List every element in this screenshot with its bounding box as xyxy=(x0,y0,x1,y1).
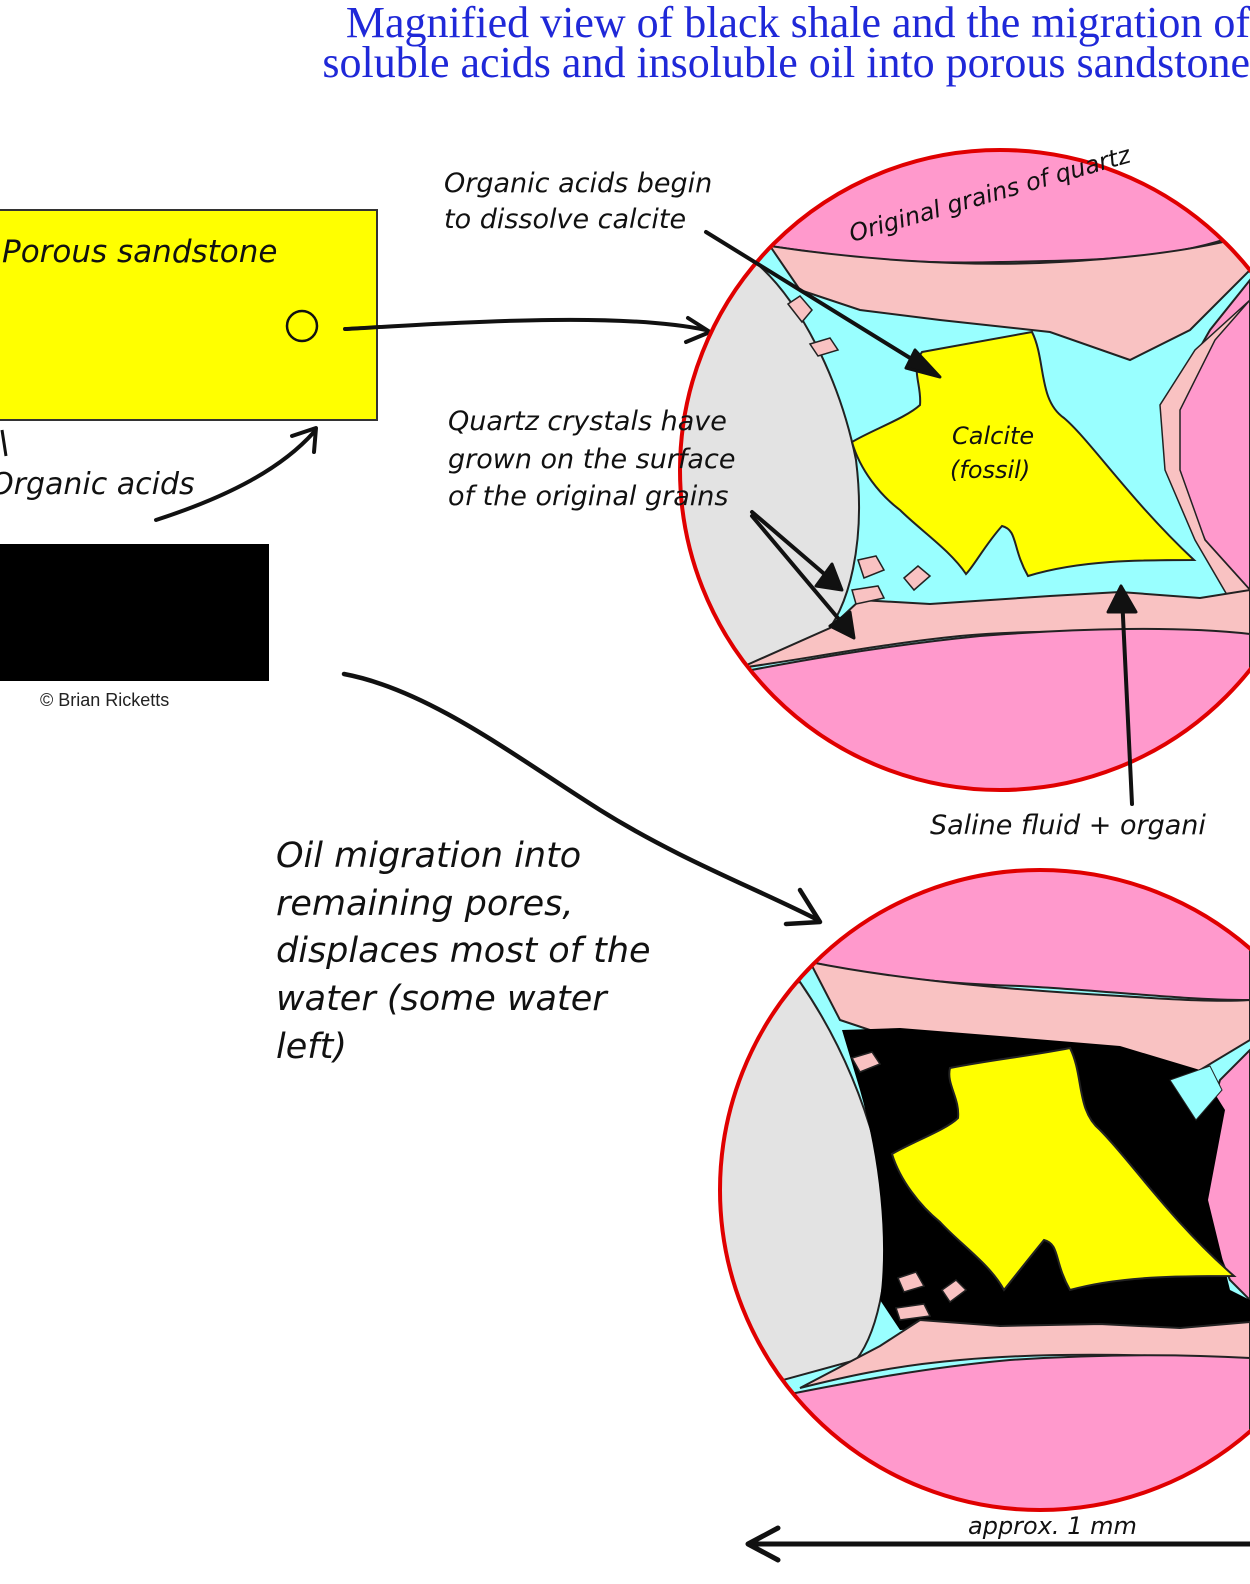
quartz-crystals-line-1: Quartz crystals have xyxy=(448,406,727,437)
porous-sandstone-label: Porous sandstone xyxy=(2,234,278,270)
copyright-notice: © Brian Ricketts xyxy=(40,690,170,710)
magnify-arrow-top xyxy=(343,317,708,332)
sandstone-block xyxy=(0,209,378,421)
dissolve-arrow xyxy=(704,230,938,376)
organic-acids-label: Organic acids xyxy=(0,467,195,502)
quartz-arrowhead-1 xyxy=(814,562,844,592)
scale-bar-arrowhead xyxy=(745,1525,781,1563)
organic-acids-tick xyxy=(0,429,8,457)
title-line-1: Magnified view of black shale and the mi… xyxy=(345,0,1250,47)
magnified-spot-marker xyxy=(285,309,319,343)
oil-migration-line-5: left) xyxy=(276,1027,347,1067)
magnified-view-bottom xyxy=(720,870,1250,1510)
quartz-arrowhead-2 xyxy=(828,610,856,640)
title-line-2: soluble acids and insoluble oil into por… xyxy=(322,38,1250,87)
oil-migration-line-2: remaining pores, xyxy=(276,884,574,924)
quartz-arrow-2 xyxy=(750,514,850,632)
calcite-label-line-2: (fossil) xyxy=(950,456,1030,484)
calcite-fossil-top xyxy=(850,330,1197,578)
quartz-crystals-line-3: of the original grains xyxy=(448,481,728,512)
oil-migration-arrow xyxy=(341,671,821,923)
saline-fluid-label: Saline fluid + organi xyxy=(930,810,1206,841)
organic-acids-arrow xyxy=(154,430,316,522)
quartz-crystals-line-2: grown on the surface xyxy=(448,444,735,475)
quartz-overgrowth-right xyxy=(1159,299,1250,612)
dissolve-arrowhead xyxy=(904,348,942,379)
quartz-arrow-1 xyxy=(750,510,838,586)
oil-migration-arrowhead xyxy=(783,887,823,927)
organic-acids-arrowhead xyxy=(290,426,318,454)
pore-water-remnant xyxy=(1169,1065,1223,1121)
black-shale-block xyxy=(0,544,269,681)
magnified-view-bottom-outline xyxy=(718,868,1250,1512)
calcite-label-line-1: Calcite xyxy=(952,422,1034,450)
magnified-view-top-outline xyxy=(678,148,1250,792)
acids-dissolve-line-1: Organic acids begin xyxy=(444,168,712,199)
quartz-overgrowth-bottom-2 xyxy=(799,1318,1250,1389)
grey-grain-left xyxy=(680,260,860,702)
saline-arrow xyxy=(1120,594,1134,806)
scale-label: approx. 1 mm xyxy=(968,1512,1137,1540)
saline-arrowhead xyxy=(1106,584,1138,614)
acids-dissolve-line-2: to dissolve calcite xyxy=(444,204,686,235)
oil-migration-line-4: water (some water xyxy=(276,979,609,1019)
calcite-fossil-bottom xyxy=(890,1046,1237,1292)
oil-migration-line-3: displaces most of the xyxy=(276,931,651,971)
oil-migration-line-1: Oil migration into xyxy=(276,836,581,876)
quartz-overgrowth-top xyxy=(767,233,1250,362)
